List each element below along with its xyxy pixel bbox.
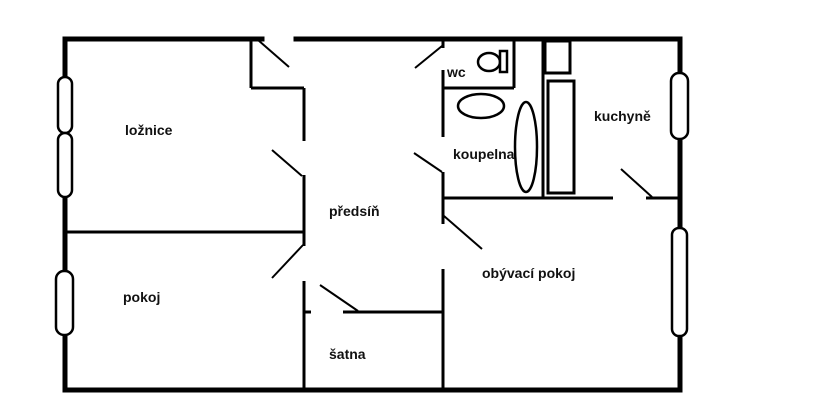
satna-door — [319, 284, 359, 312]
window-kuchyne — [669, 71, 690, 141]
entrance-door — [257, 39, 290, 68]
window-loznice-2 — [56, 131, 74, 199]
wc-door — [414, 45, 443, 69]
windows — [54, 71, 690, 338]
window-obyvaci-pokoj — [670, 226, 689, 338]
bathtub-icon — [513, 100, 539, 194]
window-pokoj — [54, 269, 75, 337]
room-label-loznice: ložnice — [125, 122, 173, 138]
room-label-predsin: předsíň — [329, 203, 380, 219]
room-label-satna: šatna — [329, 346, 366, 362]
toilet-icon — [476, 51, 502, 73]
counter-icon — [546, 79, 576, 195]
room-label-kuchyne: kuchyně — [594, 108, 651, 124]
fixtures — [456, 39, 576, 195]
room-label-koupelna: koupelna — [453, 146, 515, 162]
interior-walls — [65, 39, 680, 390]
room-label-obyvaci-pokoj: obývací pokoj — [482, 265, 576, 281]
sink-icon — [456, 92, 506, 120]
window-loznice-1 — [56, 75, 74, 135]
kuchyne-door — [620, 168, 653, 198]
toilet-tank-icon — [498, 49, 509, 74]
pokoj-door — [271, 244, 304, 279]
loznice-door — [271, 149, 303, 177]
doors — [257, 39, 653, 312]
stove-icon — [543, 39, 572, 75]
room-label-wc: wc — [447, 64, 466, 80]
room-label-pokoj: pokoj — [123, 289, 161, 305]
koupelna-door — [413, 152, 443, 173]
obyvaci-pokoj-door — [443, 215, 483, 250]
